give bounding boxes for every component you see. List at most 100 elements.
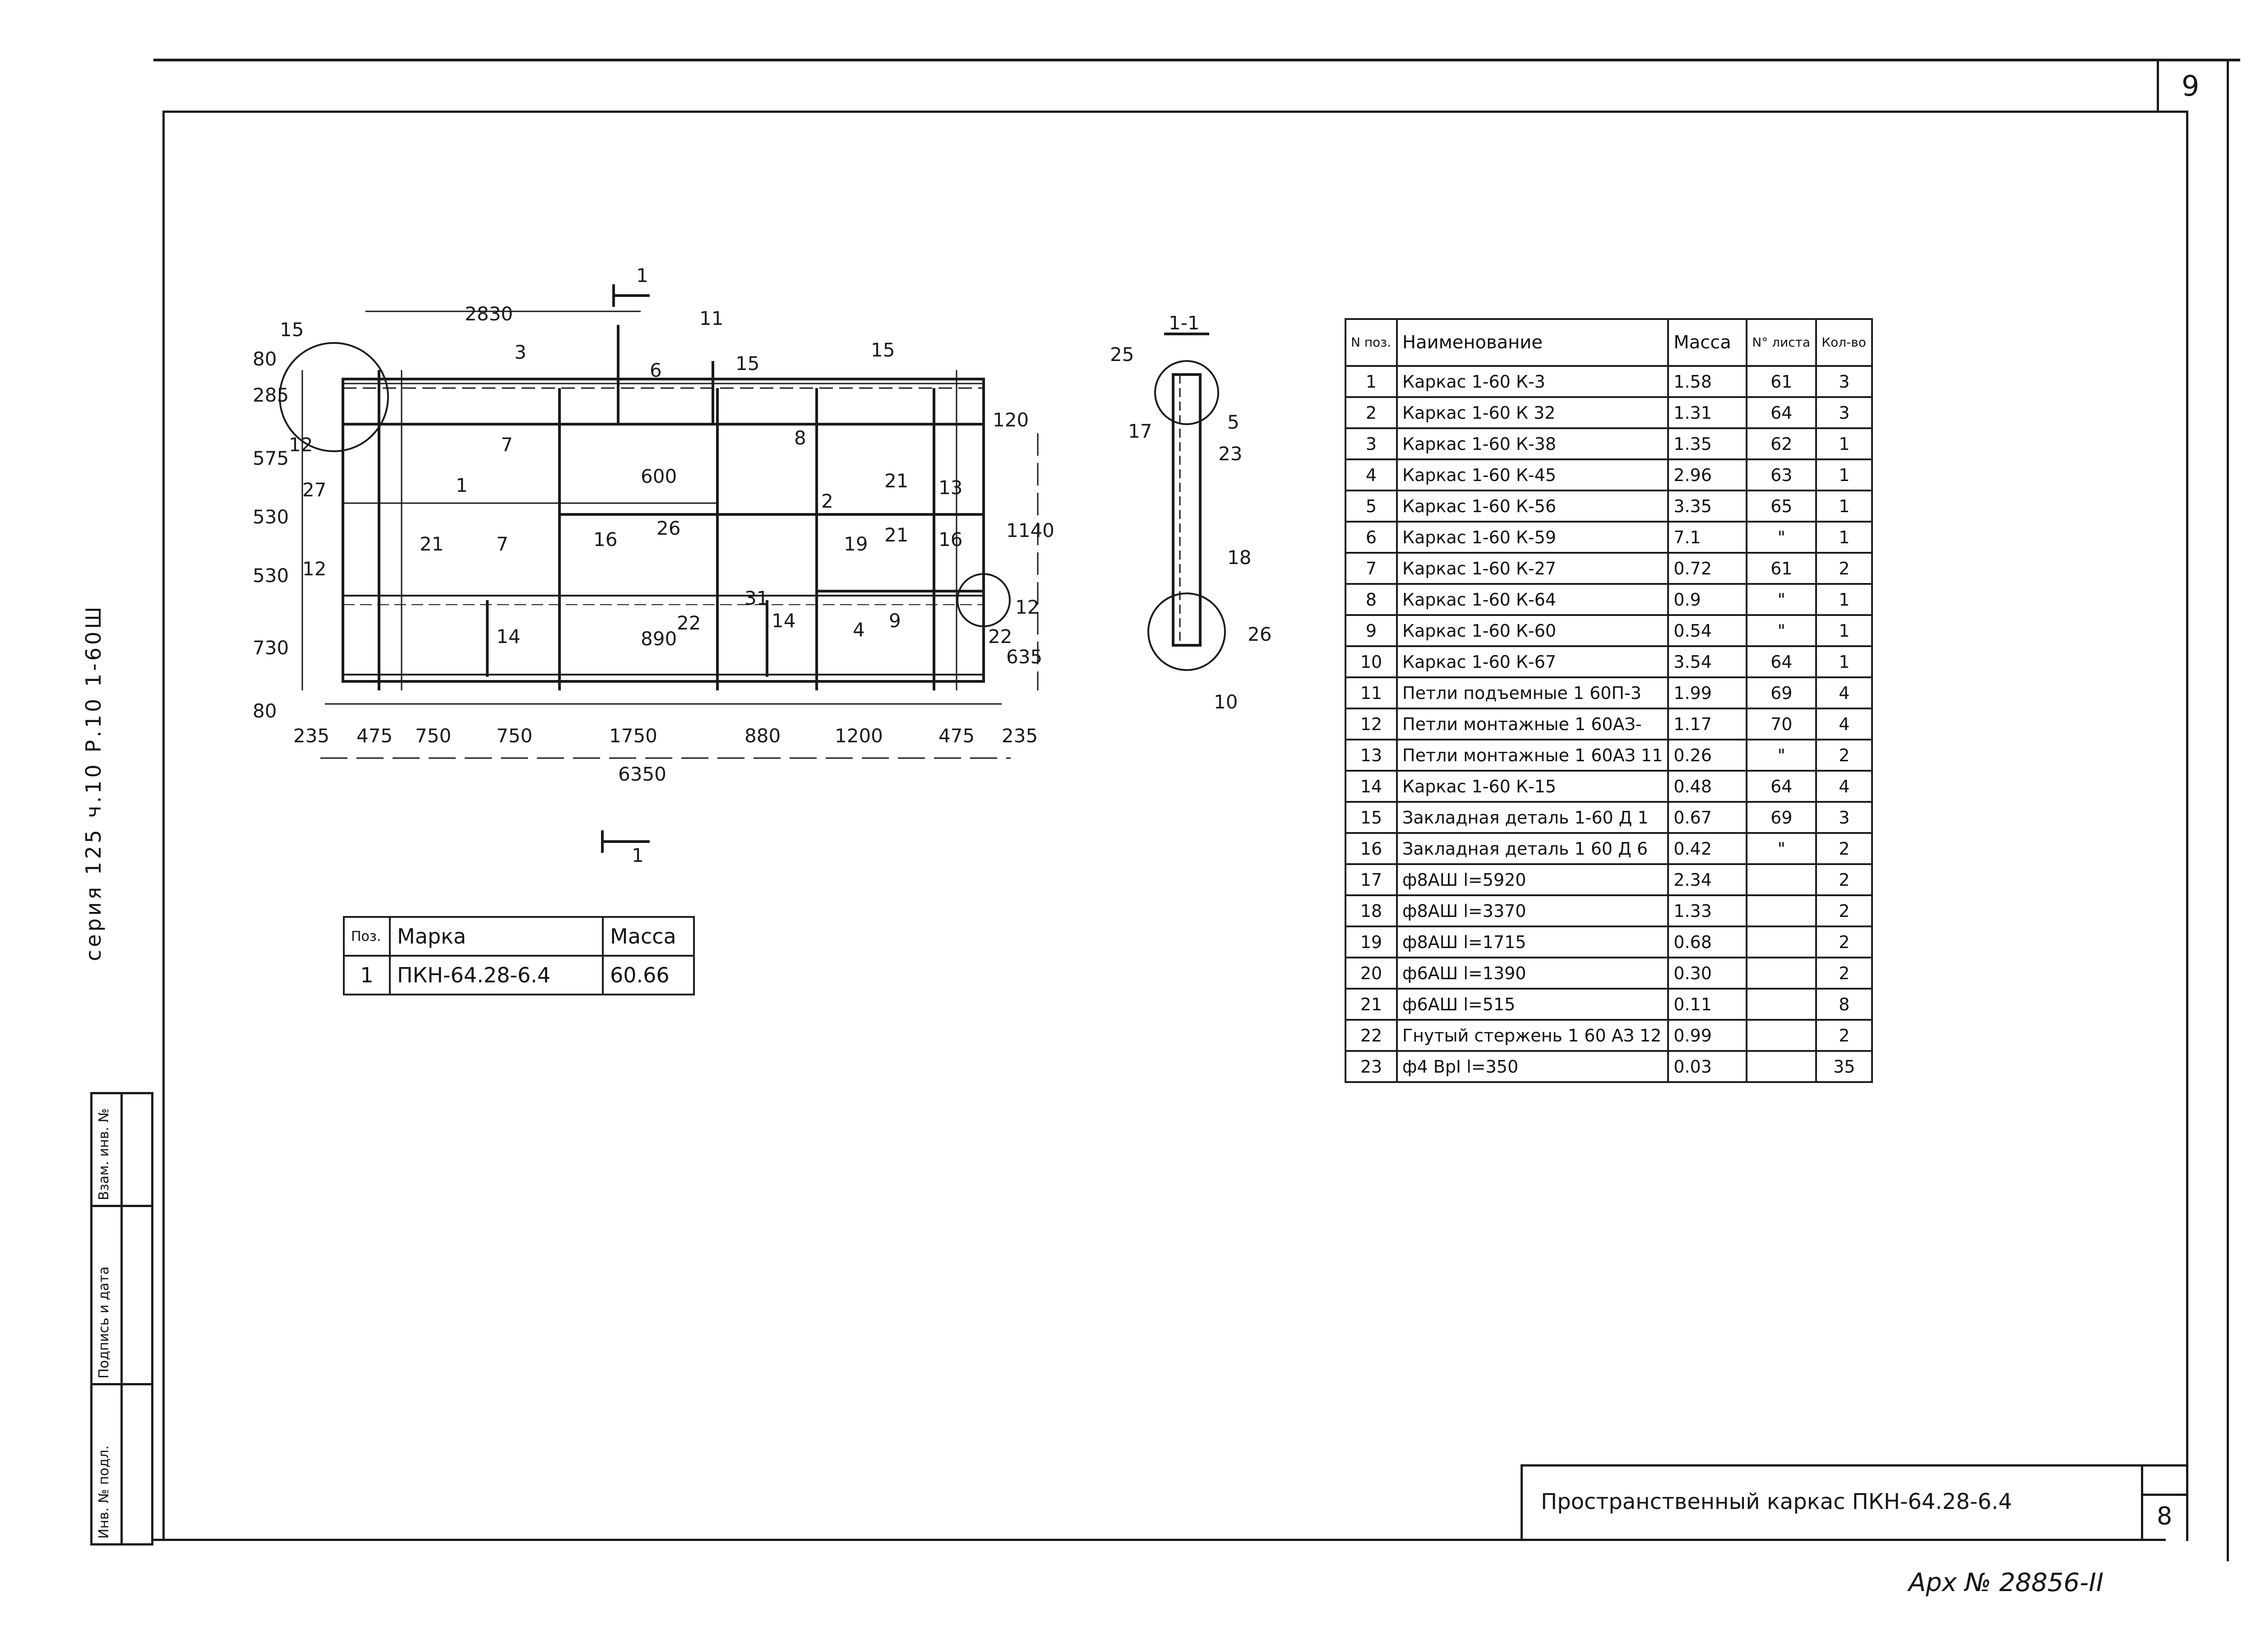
spec-cell-qty: 2 bbox=[1815, 863, 1873, 896]
spec-cell-name: ф6АШ l=515 bbox=[1396, 988, 1669, 1021]
spec-cell-name: Каркас 1-60 К-59 bbox=[1396, 521, 1669, 554]
spec-cell-name: Петли монтажные 1 60АЗ 11 bbox=[1396, 739, 1669, 772]
spec-cell-mass: 3.35 bbox=[1667, 490, 1748, 523]
inner-dim-2: 890 bbox=[641, 628, 677, 650]
title-block: Пространственный каркас ПКН-64.28-6.4 8 bbox=[1521, 1464, 2188, 1541]
spec-cell-mass: 1.58 bbox=[1667, 365, 1748, 398]
spec-cell-sheet: " bbox=[1746, 521, 1817, 554]
spec-header-sheet: N° листа bbox=[1746, 318, 1817, 367]
spec-cell-qty: 8 bbox=[1815, 988, 1873, 1021]
callout-26: 26 bbox=[656, 517, 680, 539]
section-callout-25: 25 bbox=[1110, 343, 1134, 366]
spec-cell-qty: 1 bbox=[1815, 521, 1873, 554]
section-view-drawing: 1-1 25 17 5 23 18 26 10 bbox=[1110, 316, 1271, 713]
inner-top-border bbox=[162, 111, 2188, 113]
bottom-dim-5: 1750 bbox=[609, 725, 657, 747]
spec-cell-name: Гнутый стержень 1 60 АЗ 12 bbox=[1396, 1019, 1669, 1052]
spec-cell-name: Закладная деталь 1-60 Д 1 bbox=[1396, 801, 1669, 834]
spec-cell-mass: 0.42 bbox=[1667, 832, 1748, 865]
callout-3: 3 bbox=[514, 341, 527, 363]
callout-11: 11 bbox=[699, 307, 723, 329]
left-dim-1: 80 bbox=[253, 348, 277, 370]
bottom-dim-2: 475 bbox=[356, 725, 393, 747]
outer-right-border bbox=[2227, 59, 2229, 1561]
spec-cell-mass: 0.30 bbox=[1667, 957, 1748, 990]
spec-cell-mass: 0.68 bbox=[1667, 925, 1748, 958]
spec-cell-pos: 1 bbox=[1345, 365, 1398, 398]
spec-cell-sheet: 64 bbox=[1746, 770, 1817, 803]
spec-cell-mass: 3.54 bbox=[1667, 645, 1748, 678]
spec-header-row: N поз. Наименование Масса N° листа Кол-в… bbox=[1345, 318, 1873, 367]
spec-cell-qty: 2 bbox=[1815, 739, 1873, 772]
inner-dim-1: 600 bbox=[641, 465, 677, 487]
spec-cell-mass: 0.48 bbox=[1667, 770, 1748, 803]
spec-cell-qty: 2 bbox=[1815, 957, 1873, 990]
bottom-dim-3: 750 bbox=[415, 725, 451, 747]
left-dim-5: 530 bbox=[253, 506, 289, 528]
spec-header-qty: Кол-во bbox=[1815, 318, 1873, 367]
spec-cell-sheet: 62 bbox=[1746, 427, 1817, 460]
sheet-number-box: 9 bbox=[2157, 60, 2227, 113]
callout-27: 27 bbox=[302, 479, 326, 501]
section-view-label: 1-1 bbox=[1169, 316, 1200, 334]
right-dim-3: 635 bbox=[1006, 646, 1042, 668]
bottom-dim-8: 475 bbox=[938, 725, 975, 747]
spec-cell-mass: 1.31 bbox=[1667, 396, 1748, 429]
callout-14a: 14 bbox=[496, 625, 520, 648]
spec-cell-name: Каркас 1-60 К-64 bbox=[1396, 583, 1669, 616]
spec-cell-name: Каркас 1-60 К-56 bbox=[1396, 490, 1669, 523]
callout-2: 2 bbox=[821, 490, 833, 512]
left-dim-4: 575 bbox=[253, 447, 289, 469]
spec-cell-qty: 1 bbox=[1815, 458, 1873, 491]
marka-header-pos: Поз. bbox=[343, 916, 391, 957]
spec-cell-sheet: 64 bbox=[1746, 396, 1817, 429]
spec-cell-name: ф8АШ l=3370 bbox=[1396, 894, 1669, 927]
spec-cell-qty: 4 bbox=[1815, 676, 1873, 709]
spec-cell-mass: 0.67 bbox=[1667, 801, 1748, 834]
bottom-dim-7: 1200 bbox=[835, 725, 883, 747]
spec-cell-qty: 3 bbox=[1815, 801, 1873, 834]
left-dim-6: 530 bbox=[253, 565, 289, 587]
spec-cell-pos: 18 bbox=[1345, 894, 1398, 927]
callout-4: 4 bbox=[853, 619, 865, 641]
spec-header-name: Наименование bbox=[1396, 318, 1669, 367]
callout-9: 9 bbox=[889, 610, 901, 632]
spec-cell-qty: 4 bbox=[1815, 770, 1873, 803]
callout-12b: 12 bbox=[302, 558, 326, 580]
callout-6: 6 bbox=[650, 359, 662, 381]
spec-cell-pos: 22 bbox=[1345, 1019, 1398, 1052]
spec-cell-name: Каркас 1-60 К-67 bbox=[1396, 645, 1669, 678]
spec-cell-pos: 23 bbox=[1345, 1050, 1398, 1083]
section-callout-26: 26 bbox=[1248, 623, 1271, 645]
spec-cell-mass: 1.99 bbox=[1667, 676, 1748, 709]
spec-cell-qty: 1 bbox=[1815, 490, 1873, 523]
spec-cell-qty: 3 bbox=[1815, 365, 1873, 398]
callout-19: 19 bbox=[844, 533, 868, 555]
top-dimension: 2830 bbox=[465, 303, 513, 325]
spec-cell-pos: 6 bbox=[1345, 521, 1398, 554]
spec-cell-name: Каркас 1-60 К 32 bbox=[1396, 396, 1669, 429]
callout-12a: 12 bbox=[289, 434, 313, 456]
spec-header-pos: N поз. bbox=[1345, 318, 1398, 367]
spec-cell-sheet bbox=[1746, 957, 1817, 990]
title-block-title: Пространственный каркас ПКН-64.28-6.4 bbox=[1541, 1489, 2012, 1514]
callout-7b: 7 bbox=[496, 533, 509, 555]
spec-cell-name: Закладная деталь 1 60 Д 6 bbox=[1396, 832, 1669, 865]
spec-cell-sheet: 63 bbox=[1746, 458, 1817, 491]
callout-16a: 16 bbox=[593, 528, 617, 551]
callout-21a: 21 bbox=[884, 470, 908, 492]
spec-cell-name: Петли подъемные 1 60П-3 bbox=[1396, 676, 1669, 709]
stamp-field-signature: Подпись и дата bbox=[96, 1266, 112, 1379]
